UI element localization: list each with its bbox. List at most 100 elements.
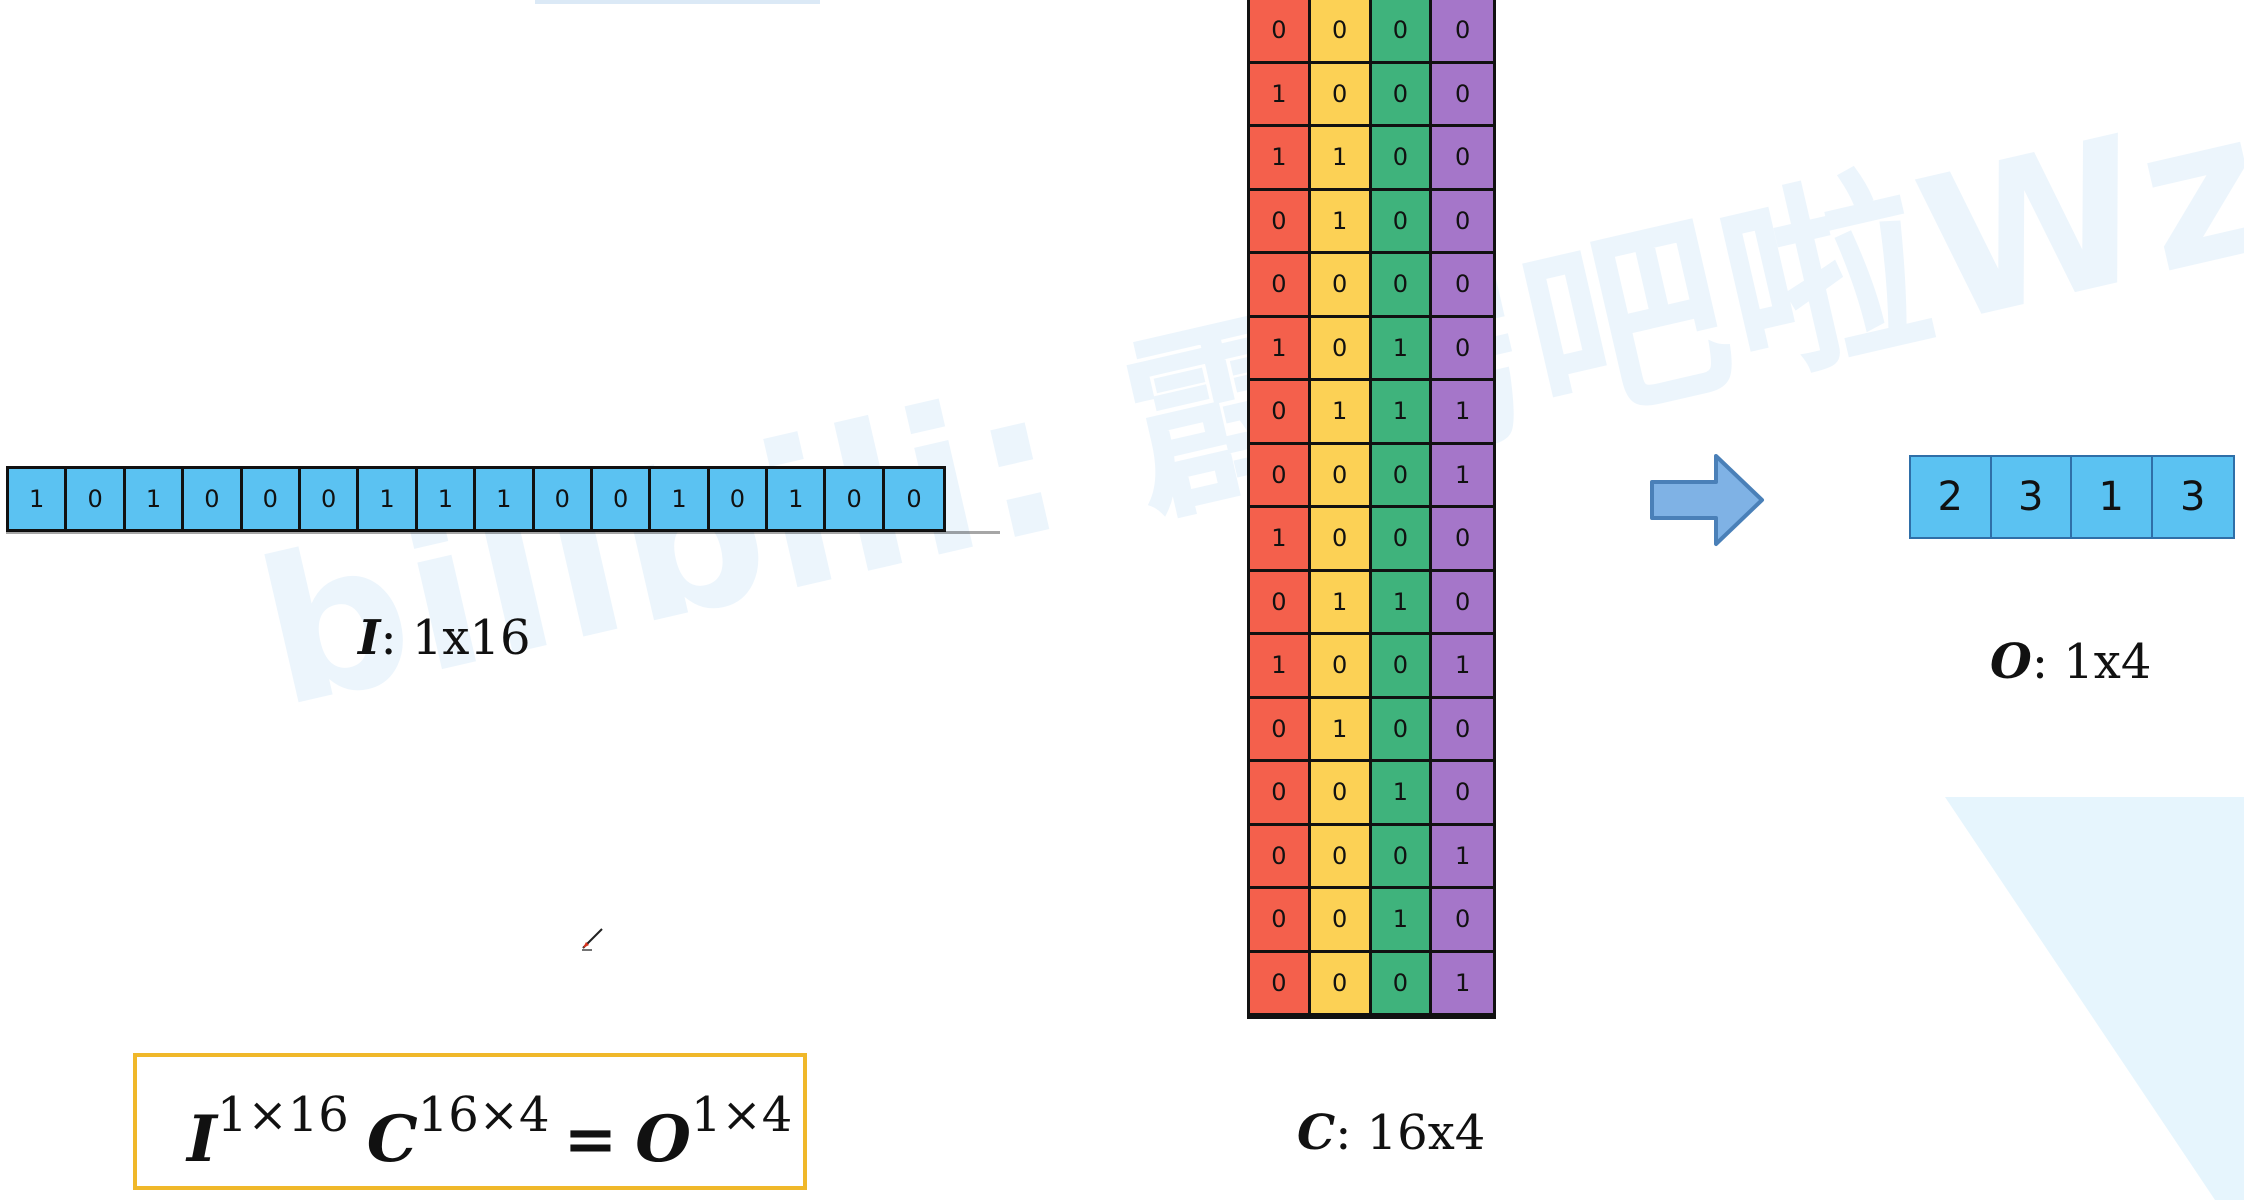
matrix-cell: 0 [1432, 63, 1493, 127]
matrix-cell: 0 [1432, 254, 1493, 318]
formula-C: C [366, 1101, 418, 1177]
matrix-cell: 0 [1250, 190, 1311, 254]
input-vector-cell: 0 [709, 469, 769, 529]
output-vector-cell: 3 [2152, 457, 2233, 537]
matrix-cell: 0 [1310, 444, 1372, 508]
input-vector-cell: 0 [67, 469, 126, 529]
input-vector-cell: 1 [417, 469, 477, 529]
matrix-cell: 0 [1250, 825, 1311, 889]
matrix-cell: 0 [1250, 952, 1311, 1016]
top-edge-strip [535, 0, 820, 4]
formula-I-dims: 1×16 [216, 1087, 349, 1143]
input-vector-dims: : 1x16 [380, 610, 531, 666]
matrix-cell: 1 [1432, 381, 1493, 445]
matrix-cell: 0 [1250, 571, 1311, 635]
matrix-cell: 0 [1432, 508, 1493, 572]
input-vector-caption: I: 1x16 [358, 610, 531, 666]
matrix-cell: 0 [1250, 0, 1311, 64]
matrix-cell: 1 [1371, 381, 1433, 445]
matrix-cell: 0 [1432, 698, 1493, 762]
matrix-cell: 0 [1371, 825, 1433, 889]
matrix-cell: 0 [1310, 952, 1372, 1016]
matrix-cell: 1 [1432, 952, 1493, 1016]
matrix-cell: 0 [1250, 381, 1311, 445]
output-vector-caption: O: 1x4 [1990, 634, 2151, 690]
matrix-cell: 0 [1371, 0, 1433, 64]
input-vector-cell: 0 [884, 469, 944, 529]
matrix-cell: 1 [1250, 127, 1311, 191]
output-vector-symbol: O [1990, 634, 2032, 690]
matrix-cell: 0 [1310, 63, 1372, 127]
formula-O-dims: 1×4 [690, 1087, 793, 1143]
matrix-cell: 1 [1432, 825, 1493, 889]
input-vector-cell: 0 [534, 469, 593, 529]
matrix-cell: 0 [1371, 444, 1433, 508]
matrix-cell: 1 [1371, 571, 1433, 635]
matrix-cell: 0 [1250, 444, 1311, 508]
input-vector-cell: 0 [300, 469, 360, 529]
matrix-cell: 0 [1432, 0, 1493, 64]
formula-I: I [187, 1101, 217, 1177]
matrix-cell: 0 [1310, 254, 1372, 318]
matrix-cell: 0 [1310, 635, 1372, 699]
matrix-cell: 1 [1250, 508, 1311, 572]
matrix-cell: 0 [1310, 762, 1372, 826]
matrix-cell: 0 [1371, 698, 1433, 762]
matrix-cell: 0 [1250, 889, 1311, 953]
matrix-cell: 0 [1310, 825, 1372, 889]
matrix-cell: 0 [1432, 571, 1493, 635]
matrix-cell: 1 [1250, 63, 1311, 127]
formula-O: O [635, 1101, 691, 1177]
output-vector-dims: : 1x4 [2031, 634, 2152, 690]
matrix-cell: 0 [1371, 952, 1433, 1016]
matrix-cell: 0 [1310, 889, 1372, 953]
matrix-cell: 1 [1310, 381, 1372, 445]
matrix-symbol: C [1297, 1105, 1336, 1161]
matrix-cell: 0 [1371, 63, 1433, 127]
input-vector-cell: 1 [476, 469, 535, 529]
input-vector-cell: 1 [359, 469, 418, 529]
matrix-cell: 0 [1250, 762, 1311, 826]
matrix-cell: 1 [1310, 571, 1372, 635]
matrix-cell: 0 [1371, 254, 1433, 318]
matrix-cell: 0 [1432, 762, 1493, 826]
matrix-cell: 1 [1371, 762, 1433, 826]
input-vector-shadow [6, 531, 1000, 534]
output-vector-cell: 2 [1911, 457, 1992, 537]
input-vector-cell: 0 [592, 469, 652, 529]
matrix-cell: 0 [1371, 508, 1433, 572]
input-vector-cell: 1 [651, 469, 710, 529]
matrix-cell: 1 [1371, 889, 1433, 953]
input-vector-cell: 0 [826, 469, 885, 529]
matrix-cell: 0 [1432, 127, 1493, 191]
input-vector-cell: 0 [184, 469, 243, 529]
matrix-dims: : 16x4 [1335, 1105, 1486, 1161]
matrix-cell: 1 [1310, 190, 1372, 254]
matrix-cell: 0 [1432, 317, 1493, 381]
matrix-cell: 0 [1250, 254, 1311, 318]
matrix-cell: 1 [1432, 635, 1493, 699]
matrix-cell: 1 [1432, 444, 1493, 508]
matrix-cell: 0 [1371, 127, 1433, 191]
matrix-caption: C: 16x4 [1297, 1105, 1485, 1161]
matrix-cell: 0 [1250, 698, 1311, 762]
matrix-cell: 0 [1310, 317, 1372, 381]
right-arrow-icon [1650, 454, 1764, 546]
matrix-cell: 1 [1250, 635, 1311, 699]
pen-cursor-icon [582, 928, 603, 951]
matrix-cell: 1 [1250, 317, 1311, 381]
matrix-cell: 1 [1371, 317, 1433, 381]
matrix-cell: 1 [1310, 698, 1372, 762]
input-vector-symbol: I [358, 610, 381, 666]
input-vector-cell: 1 [768, 469, 827, 529]
matrix-cell: 1 [1310, 127, 1372, 191]
matrix-cell: 0 [1371, 635, 1433, 699]
matrix-cell: 0 [1432, 190, 1493, 254]
input-vector-cell: 1 [125, 469, 185, 529]
